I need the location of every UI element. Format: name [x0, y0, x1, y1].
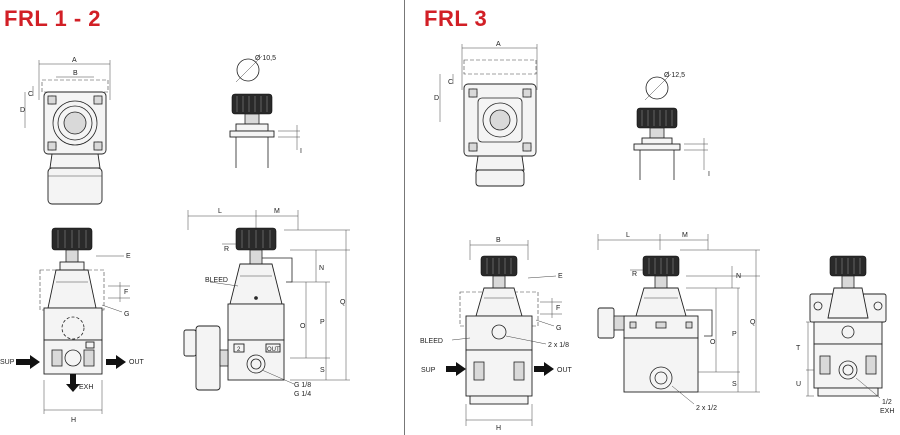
frl12-top-dim-b: B — [73, 70, 78, 77]
frl12-side-dim-s: S — [320, 367, 325, 374]
frl3-back-exh-size: 1/2 — [882, 399, 892, 406]
frl3-knob-view: Ø 12,5 I — [633, 72, 710, 180]
frl12-side-port-in: 2 — [237, 347, 241, 353]
frl3-front-bleed: BLEED — [420, 338, 443, 345]
frl3-front-dim-h: H — [496, 425, 501, 432]
frl12-front-dim-e: E — [126, 253, 131, 260]
frl12-front-exh: EXH — [79, 384, 93, 391]
frl12-side-port-out: OUT — [267, 347, 280, 353]
frl3-top-dim-d: D — [434, 95, 439, 102]
frl3-front-dim-e: E — [558, 273, 563, 280]
frl12-side-dim-r: R — [224, 246, 229, 253]
frl3-side-dim-p: P — [732, 331, 737, 338]
frl12-side-dim-o: O — [300, 323, 306, 330]
frl3-front-out: OUT — [557, 367, 573, 374]
frl3-front-view: B E F G BLEED 2 x 1/8 SUP OUT — [420, 237, 573, 432]
frl3-knob-diameter: Ø 12,5 — [664, 72, 685, 79]
frl12-front-dim-h: H — [71, 417, 76, 424]
frl12-side-dim-p: P — [320, 319, 325, 326]
frl3-side-dim-m: M — [682, 232, 688, 239]
frl12-front-dim-g: G — [124, 311, 129, 318]
frl12-front-dim-f: F — [124, 289, 128, 296]
frl12-top-dim-a: A — [72, 57, 77, 64]
frl12-side-view: L M R BLEED 2 OUT N O — [183, 208, 350, 398]
frl3-back-exh: EXH — [880, 408, 894, 415]
frl12-top-dim-c: C — [28, 91, 33, 98]
frl3-side-dim-l: L — [626, 232, 630, 239]
frl3-side-dim-q: Q — [750, 319, 756, 326]
frl12-top-view: A B D C — [20, 57, 111, 205]
frl12-side-thread1: G 1/8 — [294, 382, 311, 389]
frl12-side-dim-q: Q — [340, 299, 346, 306]
frl12-front-sup: SUP — [0, 359, 15, 366]
frl12-side-dim-l: L — [218, 208, 222, 215]
frl3-top-view: A C D — [434, 41, 538, 187]
frl12-knob-dim-i: I — [300, 148, 302, 155]
frl3-side-dim-s: S — [732, 381, 737, 388]
title-frl-1-2: FRL 1 - 2 — [4, 6, 102, 31]
title-frl-3: FRL 3 — [424, 6, 488, 31]
frl3-side-dim-r: R — [632, 271, 637, 278]
frl3-top-dim-c: C — [448, 79, 453, 86]
frl12-knob-view: Ø 10,5 I — [229, 55, 302, 168]
panel-divider — [404, 0, 405, 435]
frl12-side-dim-m: M — [274, 208, 280, 215]
frl12-side-dim-n: N — [319, 265, 324, 272]
frl3-back-dim-t: T — [796, 345, 801, 352]
frl3-front-dim-f: F — [556, 305, 560, 312]
frl3-side-dim-o: O — [710, 339, 716, 346]
frl12-front-out: OUT — [129, 359, 145, 366]
frl3-side-port-note: 2 x 1/2 — [696, 405, 717, 412]
frl3-top-dim-a: A — [496, 41, 501, 48]
frl12-front-view: E F G SUP OUT EXH H — [0, 227, 145, 424]
frl3-back-dim-u: U — [796, 381, 801, 388]
frl12-top-dim-d: D — [20, 107, 25, 114]
frl3-back-view: T U 1/2 EXH — [796, 255, 894, 415]
frl3-front-sup: SUP — [421, 367, 436, 374]
frl12-side-thread2: G 1/4 — [294, 391, 311, 398]
frl3-side-view: L M R N O P Q S 2 — [597, 232, 760, 412]
frl3-front-port-note: 2 x 1/8 — [548, 342, 569, 349]
frl3-front-dim-g: G — [556, 325, 561, 332]
frl12-side-bleed: BLEED — [205, 277, 228, 284]
frl3-knob-dim-i: I — [708, 171, 710, 178]
frl3-side-dim-n: N — [736, 273, 741, 280]
frl3-front-dim-b: B — [496, 237, 501, 244]
frl12-knob-diameter: Ø 10,5 — [255, 55, 276, 62]
